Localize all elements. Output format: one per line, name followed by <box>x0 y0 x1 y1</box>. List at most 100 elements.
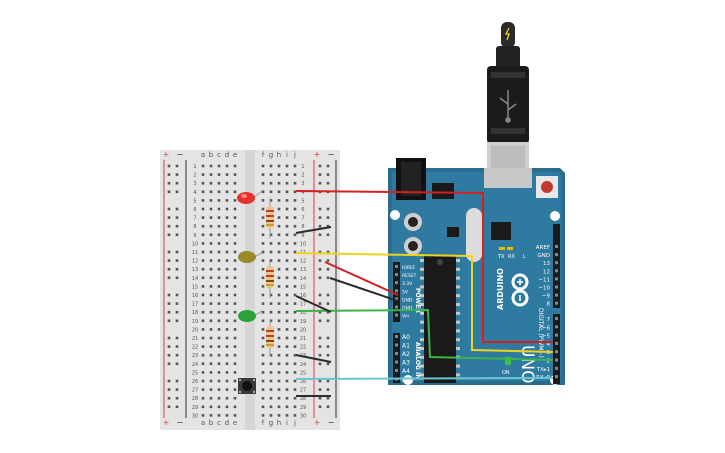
bb-hole[interactable] <box>293 242 297 245</box>
bb-hole[interactable] <box>225 414 229 417</box>
bb-hole[interactable] <box>233 199 237 202</box>
bb-hole[interactable] <box>209 362 213 366</box>
rail-hole[interactable] <box>167 362 171 366</box>
bb-hole[interactable] <box>293 259 297 262</box>
bb-hole[interactable] <box>217 259 221 262</box>
bb-hole[interactable] <box>217 285 221 288</box>
rail-hole[interactable] <box>318 216 322 219</box>
rail-hole[interactable] <box>318 259 322 262</box>
bb-hole[interactable] <box>217 199 221 202</box>
bb-hole[interactable] <box>201 276 205 280</box>
bb-hole[interactable] <box>285 388 289 391</box>
bb-hole[interactable] <box>293 414 297 417</box>
rail-hole[interactable] <box>167 302 171 305</box>
bb-hole[interactable] <box>277 164 281 168</box>
bb-hole[interactable] <box>285 405 289 409</box>
bb-hole[interactable] <box>209 388 213 391</box>
bb-hole[interactable] <box>233 285 237 288</box>
bb-hole[interactable] <box>277 181 281 185</box>
bb-hole[interactable] <box>261 181 265 185</box>
rail-hole[interactable] <box>175 216 179 219</box>
red-wire-5v[interactable] <box>324 261 399 296</box>
rail-hole[interactable] <box>318 164 322 168</box>
rail-hole[interactable] <box>326 302 330 305</box>
bb-hole[interactable] <box>225 396 229 400</box>
bb-hole[interactable] <box>285 396 289 400</box>
bb-hole[interactable] <box>277 190 281 194</box>
bb-hole[interactable] <box>261 328 265 331</box>
red-wire-d3[interactable] <box>295 190 553 343</box>
bb-hole[interactable] <box>233 371 237 374</box>
bb-hole[interactable] <box>285 173 289 176</box>
bb-hole[interactable] <box>233 267 237 271</box>
bb-hole[interactable] <box>217 328 221 331</box>
bb-hole[interactable] <box>293 388 297 391</box>
bb-hole[interactable] <box>209 242 213 245</box>
bb-hole[interactable] <box>201 405 205 409</box>
bb-hole[interactable] <box>233 302 237 305</box>
bb-hole[interactable] <box>209 293 213 297</box>
rail-hole[interactable] <box>318 319 322 323</box>
bb-hole[interactable] <box>217 310 221 314</box>
bb-hole[interactable] <box>209 285 213 288</box>
bb-hole[interactable] <box>269 310 273 314</box>
rail-hole[interactable] <box>175 302 179 305</box>
bb-hole[interactable] <box>201 250 205 254</box>
bb-hole[interactable] <box>285 319 289 323</box>
rail-hole[interactable] <box>318 173 322 176</box>
rail-hole[interactable] <box>175 396 179 400</box>
bb-hole[interactable] <box>277 371 281 374</box>
bb-hole[interactable] <box>269 233 273 237</box>
bb-hole[interactable] <box>293 173 297 176</box>
bb-hole[interactable] <box>261 259 265 262</box>
bb-hole[interactable] <box>277 362 281 366</box>
bb-hole[interactable] <box>269 173 273 176</box>
rail-hole[interactable] <box>318 405 322 409</box>
bb-hole[interactable] <box>209 328 213 331</box>
bb-hole[interactable] <box>269 242 273 245</box>
rail-hole[interactable] <box>175 276 179 280</box>
rail-hole[interactable] <box>326 319 330 323</box>
bb-hole[interactable] <box>277 328 281 331</box>
bb-hole[interactable] <box>261 276 265 280</box>
bb-hole[interactable] <box>285 207 289 211</box>
bb-hole[interactable] <box>277 353 281 357</box>
bb-hole[interactable] <box>277 207 281 211</box>
bb-hole[interactable] <box>201 302 205 305</box>
bb-hole[interactable] <box>233 353 237 357</box>
rail-hole[interactable] <box>326 173 330 176</box>
bb-hole[interactable] <box>209 353 213 357</box>
bb-hole[interactable] <box>269 190 273 194</box>
bb-hole[interactable] <box>233 388 237 391</box>
bb-hole[interactable] <box>217 242 221 245</box>
bb-hole[interactable] <box>277 285 281 288</box>
bb-hole[interactable] <box>225 233 229 237</box>
rail-hole[interactable] <box>318 362 322 366</box>
bb-hole[interactable] <box>209 396 213 400</box>
bb-hole[interactable] <box>277 345 281 348</box>
bb-hole[interactable] <box>293 250 297 254</box>
rail-hole[interactable] <box>318 396 322 400</box>
bb-hole[interactable] <box>209 250 213 254</box>
bb-hole[interactable] <box>293 379 297 383</box>
bb-hole[interactable] <box>285 310 289 314</box>
rail-hole[interactable] <box>326 250 330 254</box>
bb-hole[interactable] <box>285 353 289 357</box>
bb-hole[interactable] <box>277 396 281 400</box>
rail-hole[interactable] <box>318 224 322 228</box>
bb-hole[interactable] <box>225 310 229 314</box>
rail-hole[interactable] <box>167 190 171 194</box>
bb-hole[interactable] <box>261 250 265 254</box>
rail-hole[interactable] <box>326 293 330 297</box>
black-jumper-2[interactable] <box>295 354 332 363</box>
bb-hole[interactable] <box>225 181 229 185</box>
bb-hole[interactable] <box>277 259 281 262</box>
rail-hole[interactable] <box>175 319 179 323</box>
bb-hole[interactable] <box>233 250 237 254</box>
bb-hole[interactable] <box>285 379 289 383</box>
rail-hole[interactable] <box>175 259 179 262</box>
bb-hole[interactable] <box>261 310 265 314</box>
bb-hole[interactable] <box>233 242 237 245</box>
bb-hole[interactable] <box>209 319 213 323</box>
rail-hole[interactable] <box>175 224 179 228</box>
